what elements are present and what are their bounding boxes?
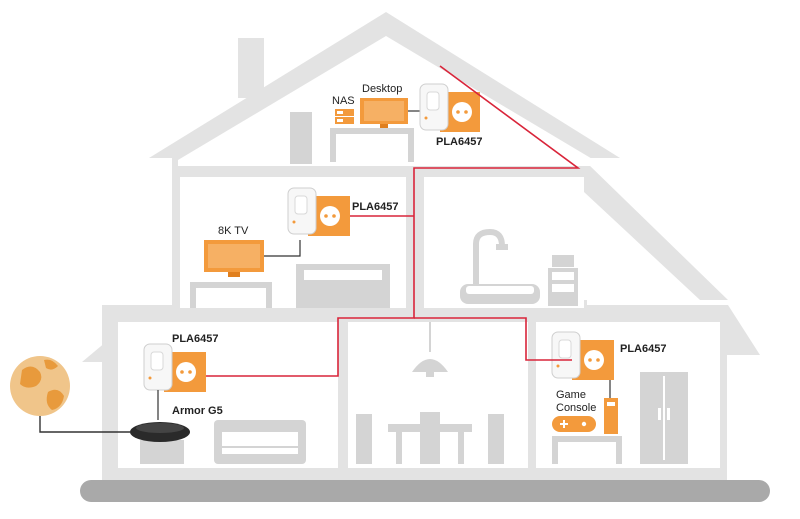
living-room: Armor G5 PLA6457 (130, 333, 306, 464)
sofa (214, 420, 306, 464)
bedroom: 8K TV PLA6457 (190, 187, 398, 308)
wardrobe (640, 372, 688, 464)
attic-chair (290, 112, 312, 164)
powerline-adapter-icon (419, 83, 480, 132)
cabinet (548, 255, 578, 306)
tv-icon (204, 240, 264, 277)
pla-attic-label: PLA6457 (436, 136, 482, 148)
router-label: Armor G5 (172, 405, 223, 417)
globe-icon (10, 356, 70, 416)
game-label-line1: Game (556, 389, 586, 401)
bathroom (460, 228, 578, 306)
desktop-monitor-icon (360, 98, 408, 128)
nas-label: NAS (332, 95, 355, 107)
chimney (238, 38, 264, 98)
tv-label: 8K TV (218, 225, 249, 237)
powerline-wiring (206, 65, 581, 377)
powerline-adapter-icon (287, 187, 350, 236)
lamp-icon (412, 322, 448, 377)
game-room: Game Console PLA6457 (551, 331, 688, 464)
pla-second-label: PLA6457 (352, 201, 398, 213)
pla-ground-left-label: PLA6457 (172, 333, 218, 345)
ground-bar (80, 480, 770, 502)
internet-cable (39, 416, 130, 433)
dining-room (356, 322, 504, 464)
pla-ground-right-label: PLA6457 (620, 343, 666, 355)
nas-icon (335, 109, 354, 124)
desktop-label: Desktop (362, 83, 402, 95)
game-console-icon (552, 398, 618, 434)
powerline-adapter-icon (551, 331, 614, 380)
game-label-line2: Console (556, 402, 596, 414)
attic-room: Desktop NAS PLA6457 (290, 83, 482, 164)
router-icon (130, 422, 190, 442)
bathtub-icon (460, 228, 540, 304)
